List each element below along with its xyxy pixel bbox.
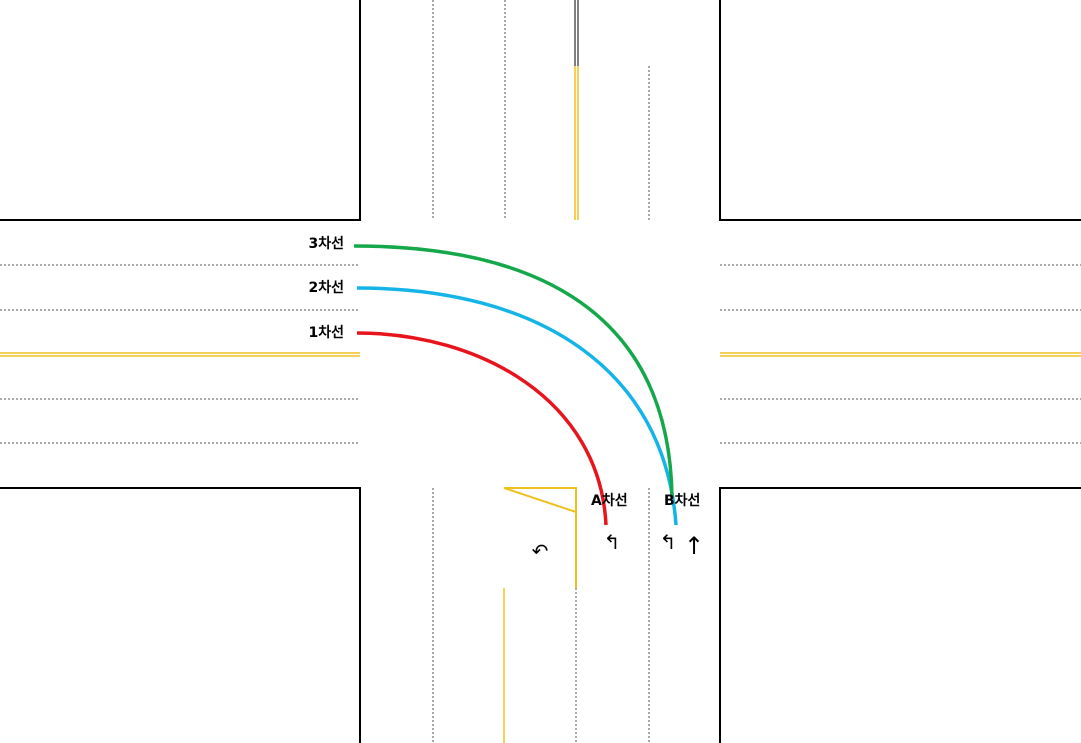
curb-top-left xyxy=(0,0,361,221)
top-stop-double-line xyxy=(574,0,579,66)
left-turn-arrow-icon: ↰ xyxy=(660,530,677,554)
straight-arrow-icon: ↑ xyxy=(684,532,704,560)
u-turn-arrow-icon: ↶ xyxy=(532,539,549,563)
curb-bottom-right xyxy=(719,487,1081,743)
lane-3-label: 3차선 xyxy=(308,236,344,252)
lane-2-label: 2차선 xyxy=(308,280,344,296)
lane-b-label: B차선 xyxy=(664,493,700,509)
lane-1-label: 1차선 xyxy=(308,325,344,341)
curb-top-right xyxy=(719,0,1081,221)
curb-bottom-left xyxy=(0,487,361,743)
safety-zone xyxy=(503,487,577,588)
lane3-turn-path xyxy=(353,244,674,499)
left-turn-arrow-icon: ↰ xyxy=(604,530,621,554)
safety-zone-outline xyxy=(504,487,577,588)
center-lines xyxy=(0,66,1081,743)
safety-zone-diagonal xyxy=(503,487,577,513)
horizontal-lane-dividers xyxy=(0,264,1081,444)
lane-a-label: A차선 xyxy=(591,493,628,509)
vertical-lane-dividers xyxy=(432,0,650,743)
lane2-turn-path xyxy=(356,286,678,526)
lane1-turn-path xyxy=(356,331,608,526)
